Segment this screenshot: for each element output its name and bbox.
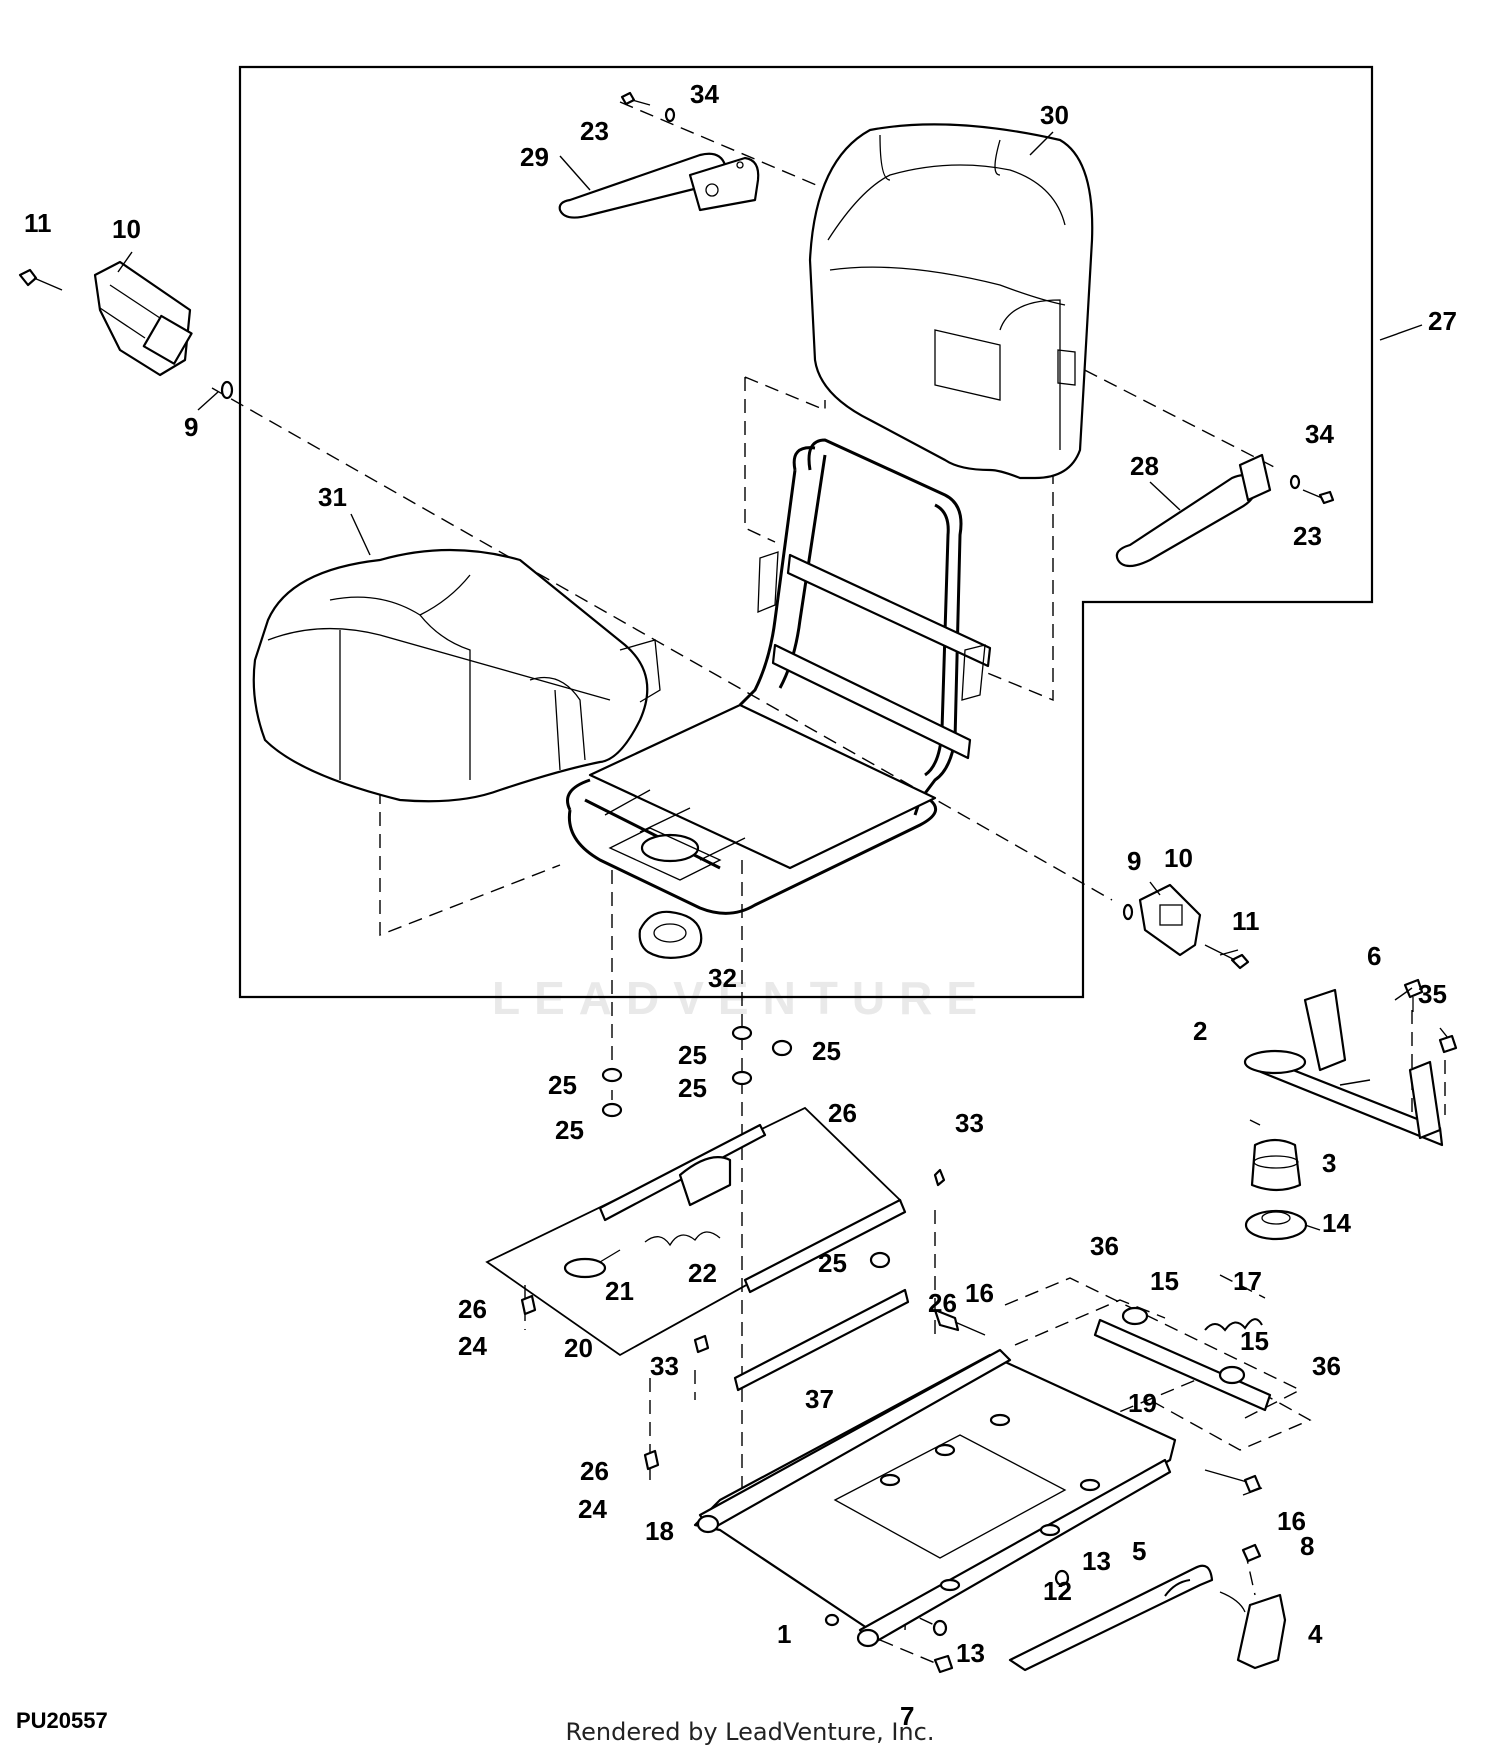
callout-24-lower: 24 bbox=[578, 1494, 607, 1524]
callout-9-right: 9 bbox=[1127, 846, 1141, 876]
seat-slide-assembly bbox=[485, 1106, 910, 1392]
callout-8: 8 bbox=[1300, 1531, 1314, 1561]
base-plate-holes bbox=[879, 1413, 1101, 1592]
leader-lines bbox=[117, 131, 1449, 1496]
spacers-25 bbox=[601, 1025, 891, 1269]
callout-23-right: 23 bbox=[1293, 521, 1322, 551]
bracket-2 bbox=[1243, 988, 1444, 1147]
callout-22: 22 bbox=[688, 1258, 717, 1288]
mount-14 bbox=[1244, 1209, 1308, 1241]
callout-10-right: 10 bbox=[1164, 843, 1193, 873]
callout-15-lower: 15 bbox=[1240, 1326, 1269, 1356]
callout-25-a: 25 bbox=[548, 1070, 577, 1100]
callout-34-right: 34 bbox=[1305, 419, 1334, 449]
callout-15-upper: 15 bbox=[1150, 1266, 1179, 1296]
callout-13-lower: 13 bbox=[956, 1638, 985, 1668]
seat-belt-left bbox=[93, 260, 193, 377]
callout-32: 32 bbox=[708, 963, 737, 993]
lever-5 bbox=[1008, 1564, 1246, 1672]
callout-11-left: 11 bbox=[24, 208, 52, 238]
callout-33-upper: 33 bbox=[955, 1108, 984, 1138]
callout-26-d: 26 bbox=[580, 1456, 609, 1486]
armrest-right bbox=[1115, 453, 1272, 568]
seat-back-cushion bbox=[808, 123, 1094, 480]
callout-34-top: 34 bbox=[690, 79, 719, 109]
callout-18: 18 bbox=[645, 1516, 674, 1546]
callout-23-top: 23 bbox=[580, 116, 609, 146]
callout-31: 31 bbox=[318, 482, 347, 512]
small-fasteners-right bbox=[1403, 978, 1458, 1054]
callout-25-f: 25 bbox=[818, 1248, 847, 1278]
bolt-8 bbox=[1241, 1543, 1262, 1563]
seat-assembly-boundary bbox=[238, 65, 1374, 999]
callout-25-e: 25 bbox=[812, 1036, 841, 1066]
callout-27: 27 bbox=[1428, 306, 1457, 336]
callout-6: 6 bbox=[1367, 941, 1381, 971]
callout-25-b: 25 bbox=[555, 1115, 584, 1145]
callout-labels: 1 2 3 4 5 6 7 8 9 9 10 10 11 11 12 13 13… bbox=[24, 79, 1457, 1731]
callout-24-upper: 24 bbox=[458, 1331, 487, 1361]
callout-11-right: 11 bbox=[1232, 906, 1260, 936]
callout-1: 1 bbox=[777, 1619, 791, 1649]
callout-30: 30 bbox=[1040, 100, 1069, 130]
callout-25-c: 25 bbox=[678, 1040, 707, 1070]
upper-fasteners bbox=[18, 91, 1335, 970]
callout-14: 14 bbox=[1322, 1208, 1351, 1238]
base-plate bbox=[693, 1348, 1177, 1648]
bumper-32 bbox=[638, 910, 703, 959]
callout-3: 3 bbox=[1322, 1148, 1336, 1178]
callout-10-left: 10 bbox=[112, 214, 141, 244]
callout-25-d: 25 bbox=[678, 1073, 707, 1103]
callout-29: 29 bbox=[520, 142, 549, 172]
seat-frame bbox=[566, 438, 992, 915]
shock-bar bbox=[1093, 1306, 1272, 1412]
assembly-lines bbox=[211, 101, 1446, 1666]
lower-fasteners bbox=[520, 1168, 1262, 1674]
callout-2: 2 bbox=[1193, 1016, 1207, 1046]
callout-17: 17 bbox=[1233, 1266, 1262, 1296]
callout-19: 19 bbox=[1128, 1388, 1157, 1418]
callout-20: 20 bbox=[564, 1333, 593, 1363]
callout-16-upper: 16 bbox=[965, 1278, 994, 1308]
callout-12: 12 bbox=[1043, 1576, 1072, 1606]
callout-36-lower: 36 bbox=[1312, 1351, 1341, 1381]
seat-cushion bbox=[252, 548, 661, 803]
figure-id: PU20557 bbox=[16, 1708, 108, 1733]
armrest-left bbox=[558, 152, 760, 219]
callout-33-lower: 33 bbox=[650, 1351, 679, 1381]
latch-4 bbox=[1236, 1593, 1287, 1670]
callout-21: 21 bbox=[605, 1276, 634, 1306]
callout-37: 37 bbox=[805, 1384, 834, 1414]
callout-16-lower: 16 bbox=[1277, 1506, 1306, 1536]
callout-4: 4 bbox=[1308, 1619, 1323, 1649]
callout-36-upper: 36 bbox=[1090, 1231, 1119, 1261]
callout-26-b: 26 bbox=[458, 1294, 487, 1324]
callout-13-upper: 13 bbox=[1082, 1546, 1111, 1576]
callout-35: 35 bbox=[1418, 979, 1447, 1009]
callout-9-left: 9 bbox=[184, 412, 198, 442]
callout-7: 7 bbox=[900, 1701, 914, 1731]
isolator-3 bbox=[1250, 1138, 1302, 1192]
callout-28: 28 bbox=[1130, 451, 1159, 481]
seat-belt-right bbox=[1138, 883, 1202, 957]
callout-26-c: 26 bbox=[928, 1288, 957, 1318]
callout-26-a: 26 bbox=[828, 1098, 857, 1128]
callout-5: 5 bbox=[1132, 1536, 1146, 1566]
render-credit: Rendered by LeadVenture, Inc. bbox=[565, 1718, 935, 1746]
